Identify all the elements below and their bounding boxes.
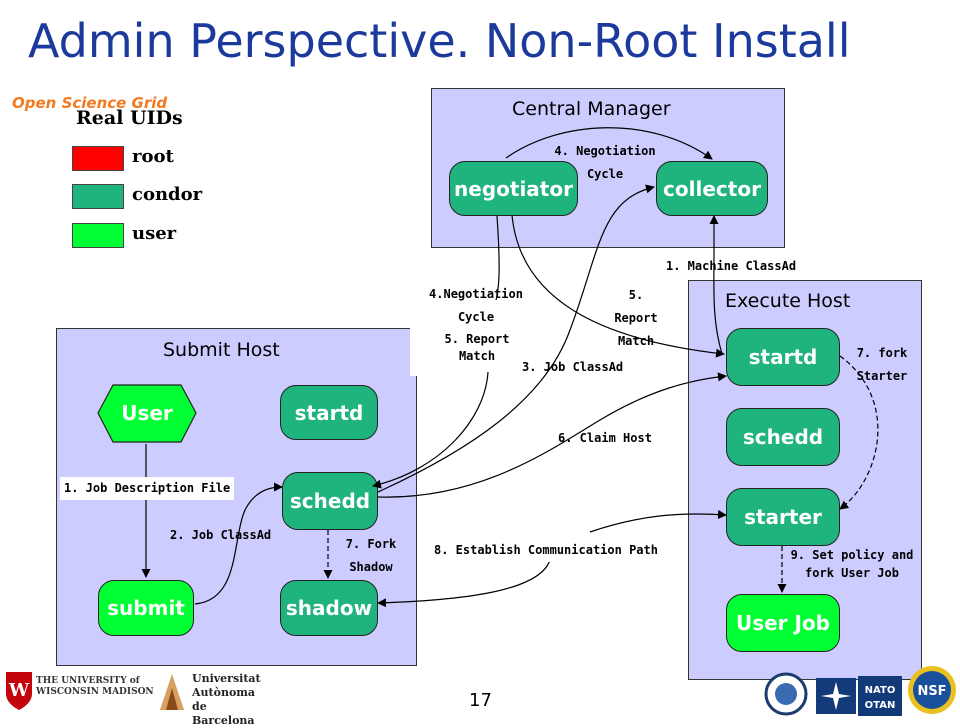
legend-swatch-user: [72, 223, 124, 248]
execute-host-title: Execute Host: [725, 290, 851, 312]
uab-emblem-icon: [160, 674, 184, 710]
collector-node: collector: [656, 161, 768, 216]
svg-text:W: W: [8, 680, 30, 701]
uw-crest-icon: W: [6, 672, 32, 710]
label-machine-classad: 1. Machine ClassAd: [666, 259, 797, 273]
svg-text:OTAN: OTAN: [865, 700, 896, 711]
arrow-report-match-right: [511, 214, 725, 358]
legend-label-user: user: [132, 223, 177, 244]
arrow-negotiation-left: [495, 215, 500, 301]
homeland-security-seal-icon: [764, 672, 808, 716]
label-job-classad-2: 2. Job ClassAd: [170, 528, 272, 542]
negotiator-node: negotiator: [449, 161, 578, 216]
arrow-negotiation-cycle: [505, 127, 713, 160]
arrow-report-match-left: [372, 371, 489, 489]
label-negotiation-cycle-cm: 4. Negotiation Cycle: [554, 144, 656, 181]
central-manager-title: Central Manager: [512, 98, 671, 120]
starter-node: starter: [726, 488, 840, 546]
submit-node: submit: [98, 580, 194, 636]
nato-star-icon: [816, 678, 856, 714]
label-backdrop: [410, 328, 422, 376]
nsf-logo-icon: NSF: [908, 666, 956, 714]
uw-logo: THE UNIVERSITY of WISCONSIN MADISON: [36, 676, 154, 697]
label-claim-host: 6. Claim Host: [558, 431, 652, 445]
arrow-claim-host: [377, 372, 727, 498]
osg-logo: Open Science Grid: [12, 94, 168, 112]
label-fork-shadow: 7. Fork Shadow: [345, 537, 397, 574]
arrow-job-classad-3: [377, 184, 655, 493]
arrow-comm-shadow: [377, 559, 551, 608]
shadow-node: shadow: [280, 580, 378, 636]
label-fork-starter: 7. fork Starter: [856, 346, 908, 383]
submit-schedd-node: schedd: [282, 472, 378, 530]
label-job-classad-3: 3. Job ClassAd: [522, 360, 624, 374]
legend-title: Real UIDs: [76, 107, 183, 129]
user-job-node: User Job: [726, 594, 840, 652]
arrow-comm-starter: [589, 509, 727, 533]
svg-text:NATO: NATO: [865, 685, 896, 696]
page-number: 17: [469, 690, 492, 711]
legend-label-condor: condor: [132, 184, 203, 205]
submit-host-title: Submit Host: [163, 339, 280, 361]
label-establish-communication: 8. Establish Communication Path: [432, 539, 660, 562]
label-report-match-left: 5. Report Match: [444, 332, 510, 363]
legend-label-root: root: [132, 146, 174, 167]
arrow-machine-classad-base: [713, 249, 723, 355]
label-job-description-file: 1. Job Description File: [60, 477, 235, 500]
legend-swatch-condor: [72, 184, 124, 209]
svg-text:NSF: NSF: [917, 684, 946, 699]
legend-swatch-root: [72, 146, 124, 171]
submit-startd-node: startd: [280, 385, 378, 440]
label-negotiation-cycle-left: 4.Negotiation Cycle: [429, 287, 523, 324]
user-node: User: [97, 384, 197, 443]
exec-startd-node: startd: [726, 328, 840, 386]
arrow-fork-starter: [839, 355, 879, 510]
label-report-match-right: 5. Report Match: [614, 288, 658, 348]
arrow-job-classad-2: [194, 482, 283, 605]
user-node-label: User: [121, 401, 173, 425]
label-set-policy: 9. Set policy and fork User Job: [790, 548, 914, 580]
slide-title: Admin Perspective. Non-Root Install: [28, 14, 851, 68]
nato-otan-icon: NATO OTAN: [858, 676, 902, 716]
exec-schedd-node: schedd: [726, 408, 840, 466]
